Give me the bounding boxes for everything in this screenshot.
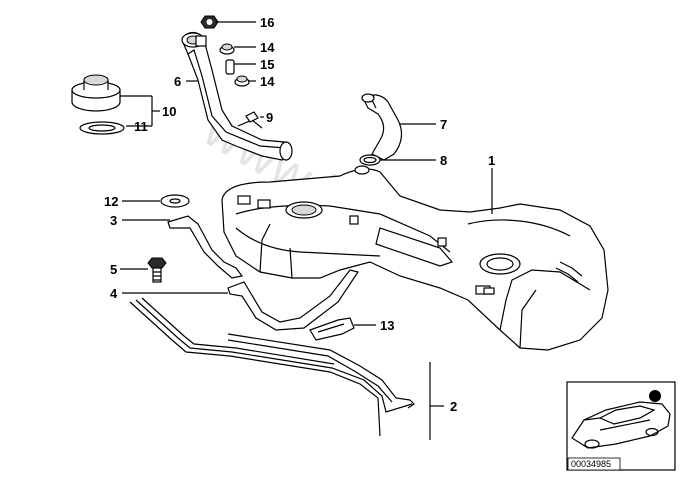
filler-neck-pipe [181,31,293,161]
callout-7: 7 [440,117,447,132]
vent-hose [361,93,403,161]
tank-strap-rear [227,269,359,331]
grommet-lower [234,75,250,87]
callout-14-upper: 14 [260,40,275,55]
callout-8: 8 [440,153,447,168]
fuel-filler-cap [71,74,121,112]
hex-nut [200,15,219,29]
diagram-code: 00034985 [571,459,611,469]
callout-6: 6 [174,74,181,89]
fuel-tank [221,165,609,351]
callout-11: 11 [134,119,148,134]
callout-9: 9 [266,110,273,125]
callout-12: 12 [104,194,118,209]
clip-nut [245,111,259,123]
vehicle-locator-thumbnail: 00034985 [566,381,676,471]
callout-16: 16 [260,15,274,30]
callout-2: 2 [450,399,457,414]
hose-clamp [359,154,381,166]
washer [160,194,190,208]
callout-15: 15 [260,57,274,72]
cap-sealing-ring [79,121,125,135]
tank-strap-front [167,215,244,279]
grommet-upper [219,43,235,55]
callout-3: 3 [110,213,117,228]
callout-4: 4 [110,286,118,301]
callout-1: 1 [488,153,495,168]
mounting-bolt [147,257,167,283]
callout-10: 10 [162,104,176,119]
callout-14-lower: 14 [260,74,275,89]
spacer-sleeve [225,59,235,75]
leader-lines [120,21,493,440]
fuel-lines [129,297,415,437]
rubber-pad [309,317,355,341]
callout-13: 13 [380,318,394,333]
callout-5: 5 [110,262,117,277]
